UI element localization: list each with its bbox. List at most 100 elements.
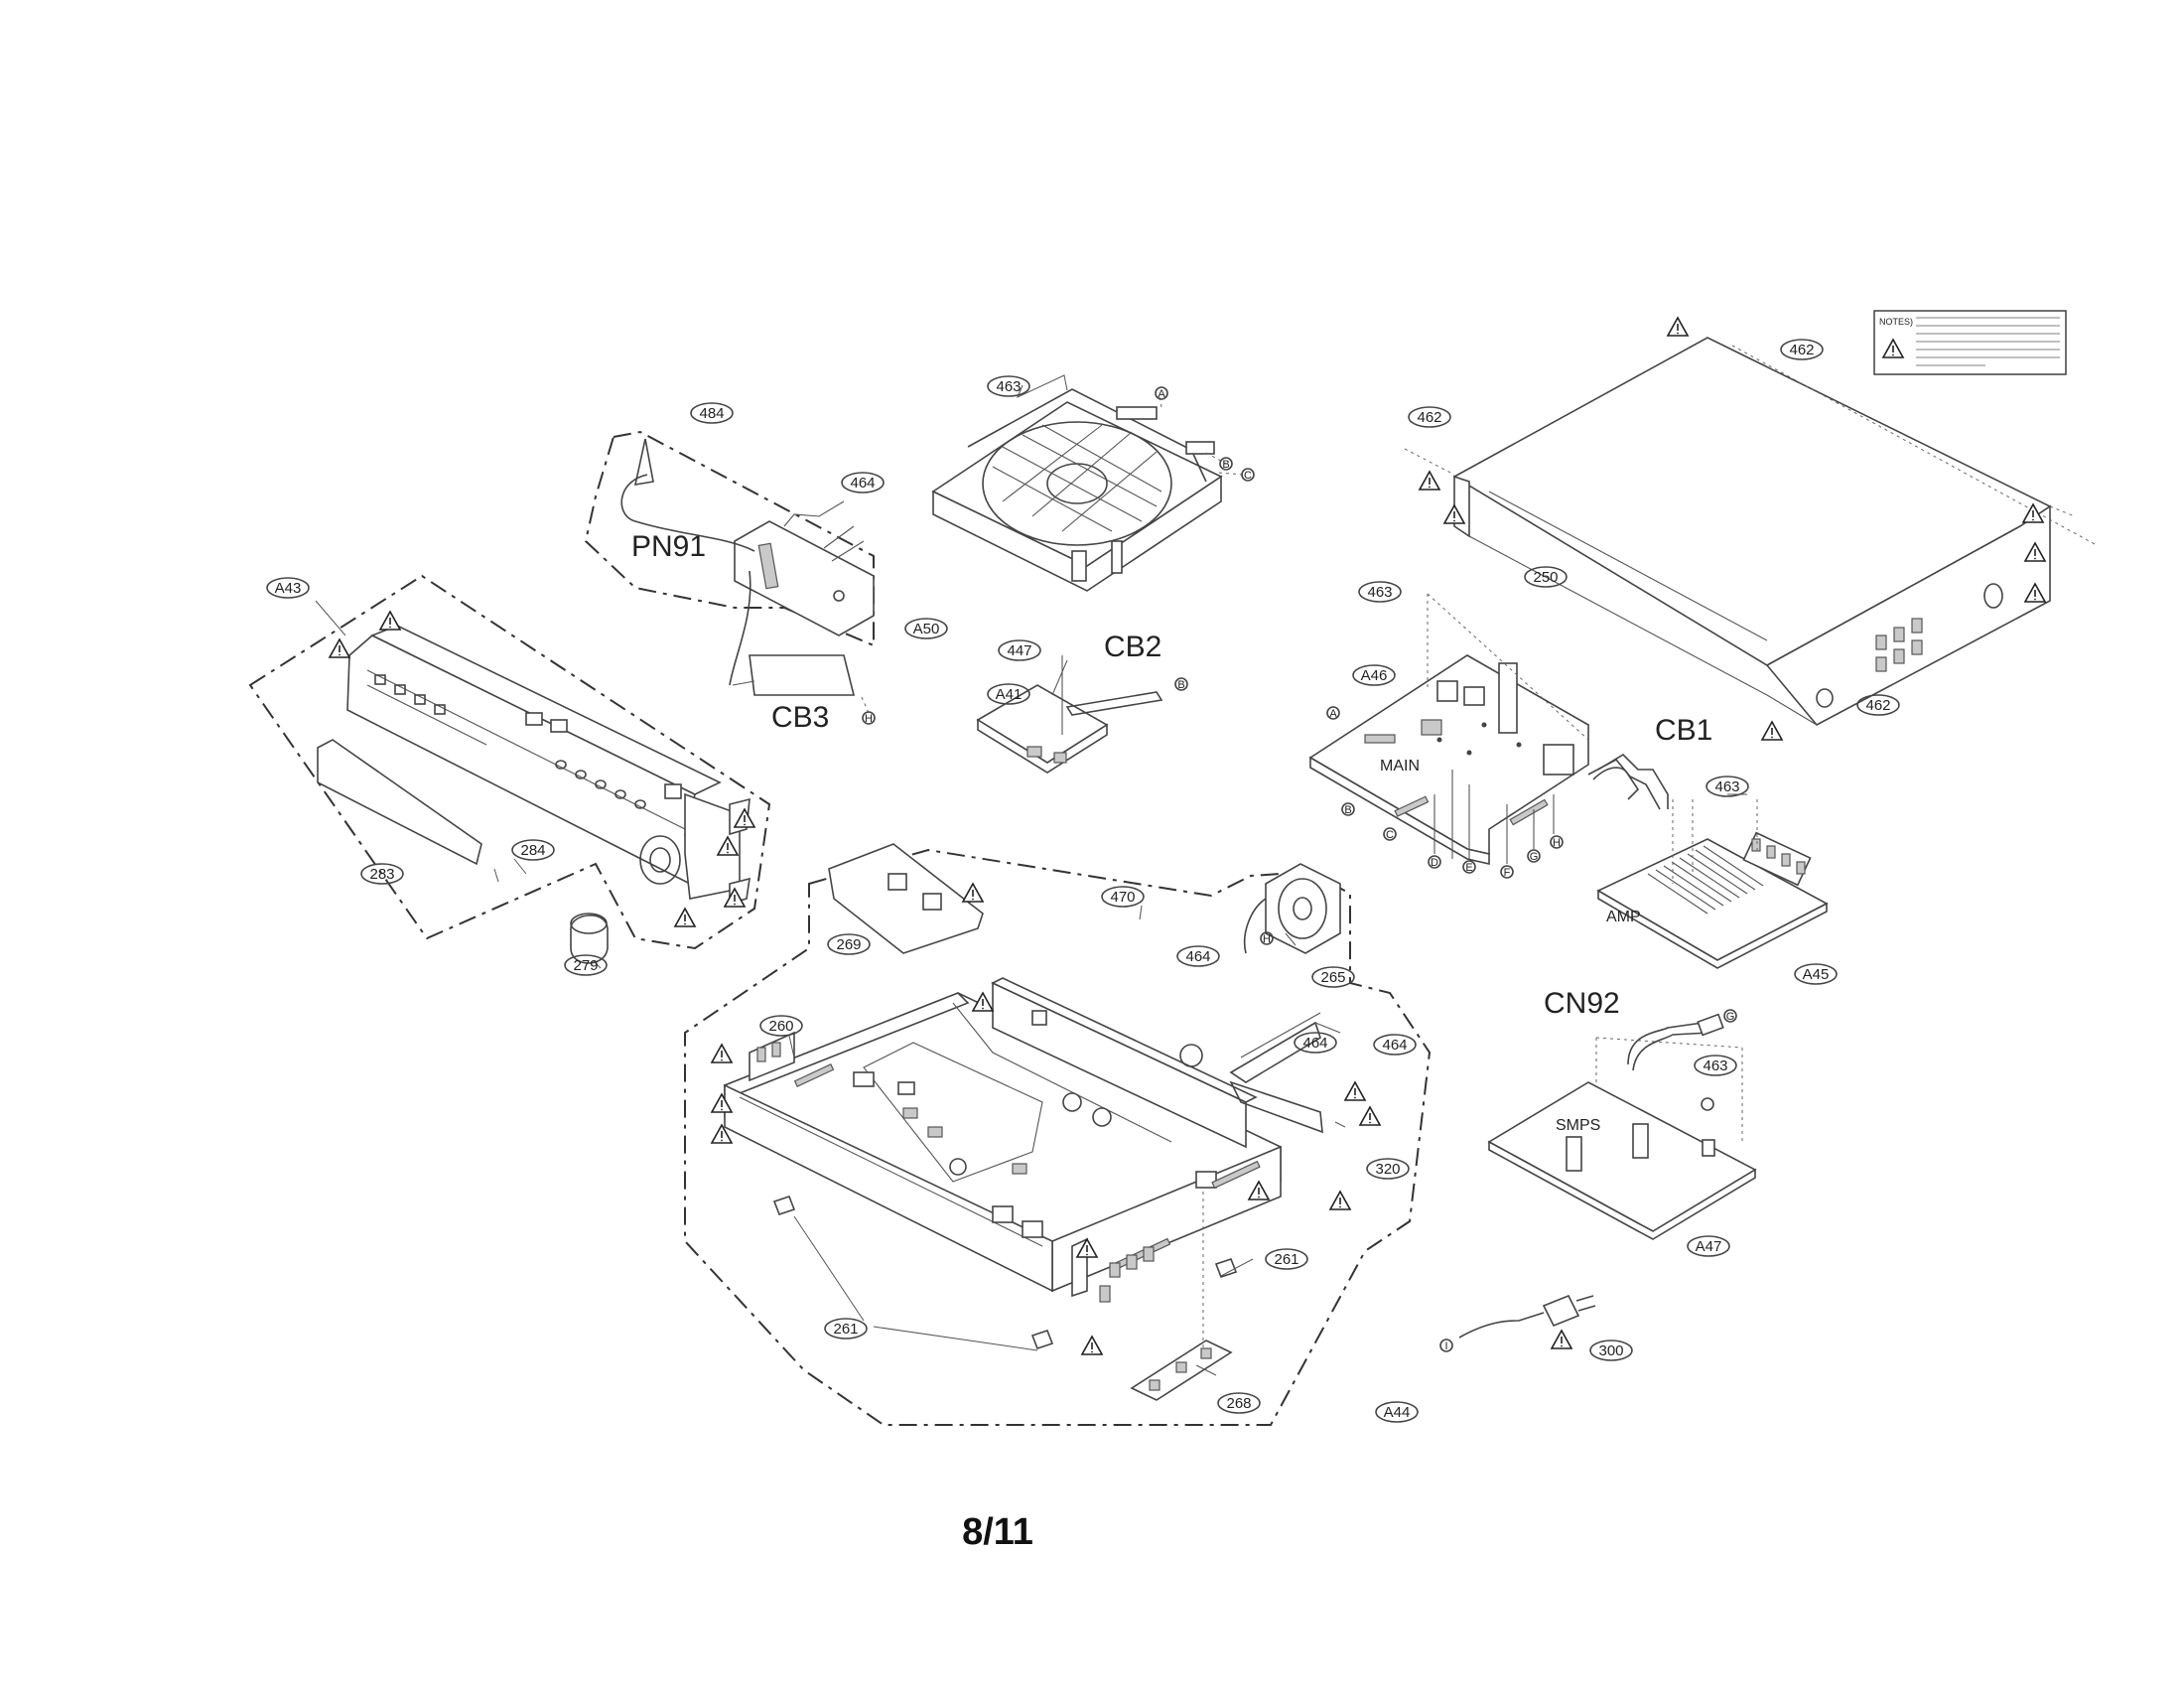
svg-text:H: H	[1553, 837, 1561, 849]
svg-text:G: G	[1726, 1011, 1735, 1023]
part-label-463-main: 463	[1358, 581, 1402, 603]
svg-text:A47: A47	[1696, 1238, 1722, 1255]
pin-letter-markers: A B C H B A B C D E F G H H G I	[862, 386, 1737, 1352]
safety-notes-box: NOTES)	[1873, 310, 2067, 375]
part-label-a46: A46	[1352, 664, 1396, 686]
svg-text:464: 464	[850, 475, 875, 492]
part-label-260: 260	[759, 1015, 803, 1037]
board-labels: MAIN AMP SMPS	[1380, 758, 1641, 1134]
svg-text:A46: A46	[1361, 667, 1388, 684]
svg-text:462: 462	[1789, 342, 1814, 358]
part-label-a45: A45	[1794, 963, 1838, 985]
svg-text:283: 283	[369, 866, 394, 883]
svg-text:260: 260	[768, 1018, 793, 1035]
part-label-463-amp: 463	[1706, 776, 1749, 797]
svg-text:F: F	[1504, 867, 1511, 879]
cb1-ribbon-cable	[1587, 753, 1669, 810]
svg-text:462: 462	[1417, 409, 1441, 426]
part-label-250: 250	[1524, 566, 1568, 588]
svg-text:E: E	[1465, 862, 1472, 874]
svg-text:464: 464	[1185, 948, 1210, 965]
svg-text:G: G	[1530, 851, 1539, 863]
bottom-chassis-a44	[723, 843, 1346, 1401]
svg-text:A50: A50	[913, 621, 940, 637]
part-label-284: 284	[511, 839, 555, 861]
part-label-463-smps: 463	[1694, 1055, 1737, 1076]
svg-text:A45: A45	[1803, 966, 1830, 983]
svg-text:B: B	[1177, 679, 1184, 691]
smps-board-a47	[1487, 1013, 1757, 1240]
svg-text:464: 464	[1382, 1037, 1407, 1054]
svg-text:464: 464	[1302, 1035, 1327, 1052]
top-cover	[1404, 337, 2096, 727]
svg-text:463: 463	[1703, 1058, 1727, 1074]
svg-text:A44: A44	[1384, 1404, 1411, 1421]
part-label-447: 447	[998, 639, 1041, 661]
power-cord-300	[1458, 1294, 1596, 1339]
board-label-main: MAIN	[1380, 758, 1420, 775]
svg-text:A: A	[1158, 388, 1165, 400]
svg-text:284: 284	[520, 842, 545, 859]
svg-text:H: H	[1263, 933, 1271, 945]
svg-text:268: 268	[1226, 1395, 1251, 1412]
svg-text:447: 447	[1007, 642, 1031, 659]
svg-text:261: 261	[1274, 1251, 1298, 1268]
part-label-464-top: 464	[841, 472, 885, 494]
svg-text:B: B	[1222, 459, 1229, 471]
part-number-labels: 484 464 463 462 462 462 A43 A50 447 A41 …	[266, 339, 1900, 1423]
part-label-462-left: 462	[1408, 406, 1451, 428]
part-label-261-left: 261	[824, 1318, 868, 1340]
svg-text:NOTES): NOTES)	[1879, 317, 1913, 327]
svg-text:462: 462	[1865, 697, 1890, 714]
amp-board-a45	[1596, 793, 1829, 969]
svg-text:463: 463	[996, 378, 1021, 395]
svg-text:484: 484	[699, 405, 724, 422]
svg-text:463: 463	[1714, 778, 1739, 795]
connector-label-cb2: CB2	[1104, 631, 1161, 663]
svg-text:463: 463	[1367, 584, 1392, 601]
svg-text:C: C	[1386, 829, 1394, 841]
part-label-462-right: 462	[1856, 694, 1900, 716]
svg-text:320: 320	[1375, 1161, 1400, 1178]
part-label-464-right: 464	[1294, 1032, 1337, 1054]
jack-board-group-outline	[584, 430, 875, 647]
part-label-265: 265	[1311, 966, 1355, 988]
part-label-300: 300	[1589, 1340, 1633, 1361]
part-label-a44: A44	[1375, 1401, 1419, 1423]
svg-text:300: 300	[1598, 1342, 1623, 1359]
connector-label-cn92: CN92	[1544, 987, 1620, 1020]
part-label-a47: A47	[1687, 1235, 1730, 1257]
connector-labels: PN91 CB3 CB2 CB1 CN92	[631, 530, 1712, 1020]
part-label-283: 283	[360, 863, 404, 885]
part-label-279: 279	[564, 954, 608, 976]
disc-drive-loader	[931, 374, 1244, 592]
cooling-fan-265	[1243, 863, 1341, 954]
svg-text:250: 250	[1533, 569, 1558, 586]
board-label-amp: AMP	[1606, 909, 1641, 925]
part-label-462-top: 462	[1780, 339, 1824, 360]
svg-text:C: C	[1244, 470, 1252, 482]
part-label-261-right: 261	[1265, 1248, 1308, 1270]
part-label-463-drive: 463	[987, 375, 1030, 397]
svg-text:D: D	[1431, 857, 1438, 869]
part-label-464-far: 464	[1373, 1034, 1417, 1056]
svg-text:470: 470	[1110, 889, 1135, 906]
jack-board-a50	[620, 438, 875, 714]
svg-text:H: H	[865, 713, 873, 725]
main-board-a46	[1308, 593, 1640, 866]
connector-label-cb3: CB3	[771, 701, 829, 734]
front-panel-group-outline	[248, 574, 771, 950]
connector-label-cb1: CB1	[1655, 714, 1712, 747]
small-board-a41	[976, 655, 1163, 774]
svg-text:I: I	[1444, 1340, 1447, 1352]
part-label-464-mid: 464	[1176, 945, 1220, 967]
part-label-470: 470	[1101, 886, 1145, 908]
svg-text:A41: A41	[996, 686, 1023, 703]
svg-text:A: A	[1329, 708, 1337, 720]
connector-label-pn91: PN91	[631, 530, 706, 563]
part-label-a41: A41	[987, 683, 1030, 705]
part-label-484: 484	[690, 402, 734, 424]
svg-text:A43: A43	[275, 580, 302, 597]
part-label-a43: A43	[266, 577, 310, 599]
